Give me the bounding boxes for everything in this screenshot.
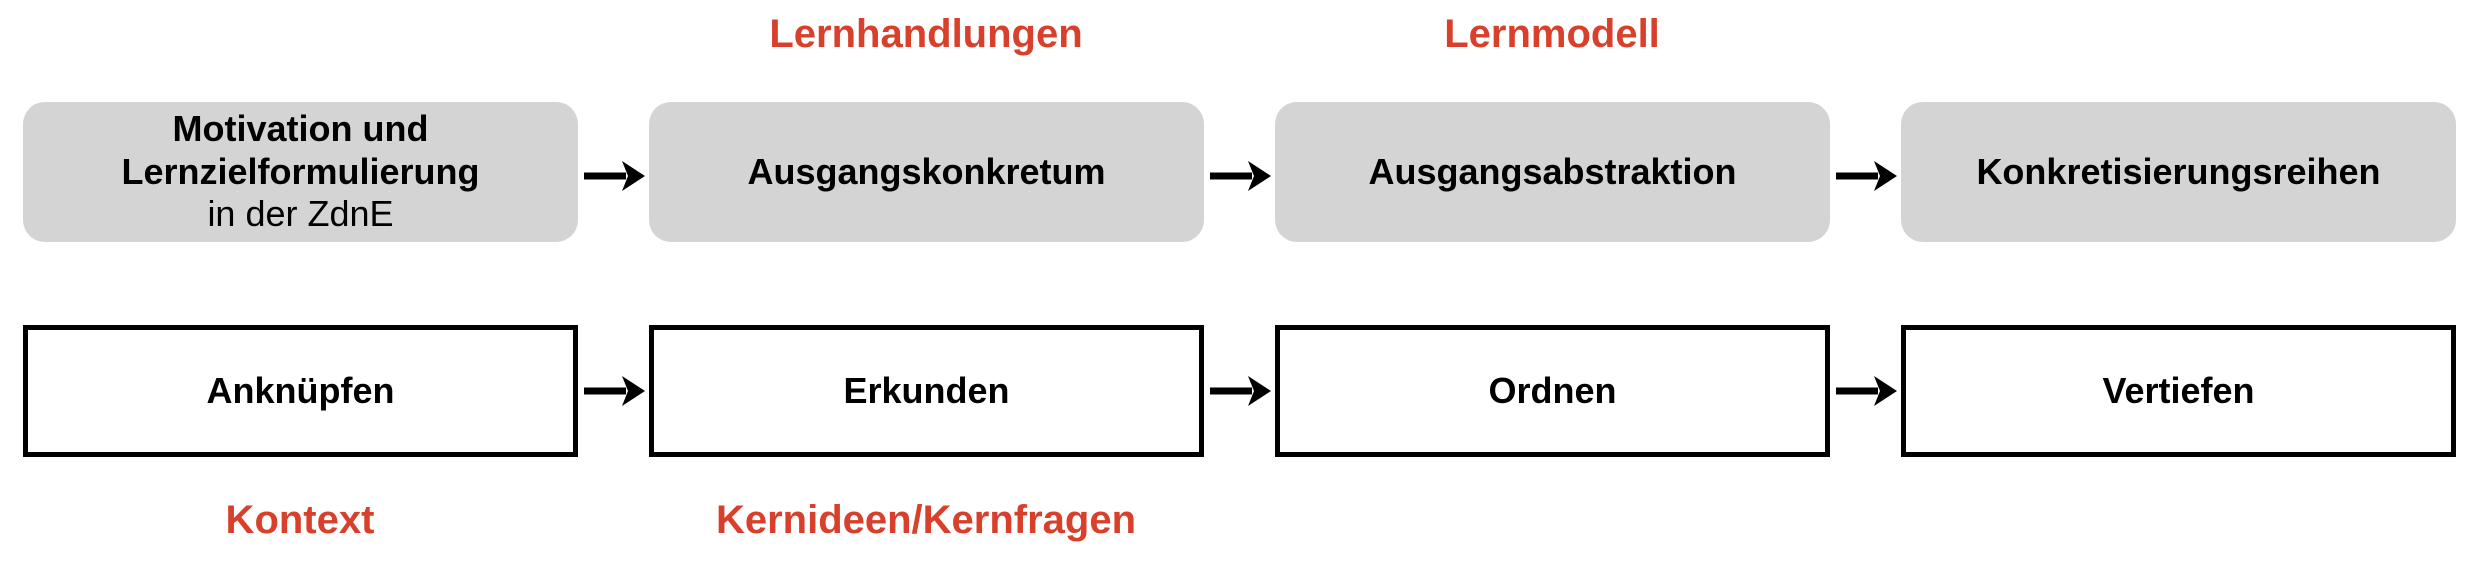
top-box-motivation: Motivation und Lernzielformulierung in d… xyxy=(23,102,578,242)
right-arrow-icon xyxy=(1208,373,1272,409)
bottom-box-anknuepfen-title: Anknüpfen xyxy=(206,370,395,411)
bottom-box-erkunden-title: Erkunden xyxy=(843,370,1010,411)
annotation-lernmodell: Lernmodell xyxy=(1444,12,1660,56)
bottom-box-erkunden: Erkunden xyxy=(649,325,1204,457)
top-box-konkretisierungsreihen: Konkretisierungsreihen xyxy=(1901,102,2456,242)
annotation-kernideen-kernfragen: Kernideen/Kernfragen xyxy=(715,498,1137,542)
annotation-lernhandlungen: Lernhandlungen xyxy=(769,12,1083,56)
top-box-ausgangsabstraktion: Ausgangsabstraktion xyxy=(1275,102,1830,242)
annotation-kontext: Kontext xyxy=(225,498,375,542)
bottom-box-anknuepfen: Anknüpfen xyxy=(23,325,578,457)
top-box-ausgangskonkretum: Ausgangskonkretum xyxy=(649,102,1204,242)
right-arrow-icon xyxy=(1208,158,1272,194)
right-arrow-icon xyxy=(582,373,646,409)
right-arrow-icon xyxy=(1834,158,1898,194)
bottom-box-vertiefen-title: Vertiefen xyxy=(2102,370,2255,411)
top-box-konkretisierungsreihen-title: Konkretisierungsreihen xyxy=(1976,150,2381,192)
top-box-motivation-title: Motivation und Lernzielformulierung xyxy=(121,108,480,192)
top-box-ausgangskonkretum-title: Ausgangskonkretum xyxy=(747,150,1106,192)
bottom-box-ordnen: Ordnen xyxy=(1275,325,1830,457)
right-arrow-icon xyxy=(1834,373,1898,409)
top-box-motivation-subtitle: in der ZdnE xyxy=(207,193,394,235)
right-arrow-icon xyxy=(582,158,646,194)
bottom-box-ordnen-title: Ordnen xyxy=(1488,370,1617,411)
bottom-box-vertiefen: Vertiefen xyxy=(1901,325,2456,457)
top-box-ausgangsabstraktion-title: Ausgangsabstraktion xyxy=(1368,150,1737,192)
